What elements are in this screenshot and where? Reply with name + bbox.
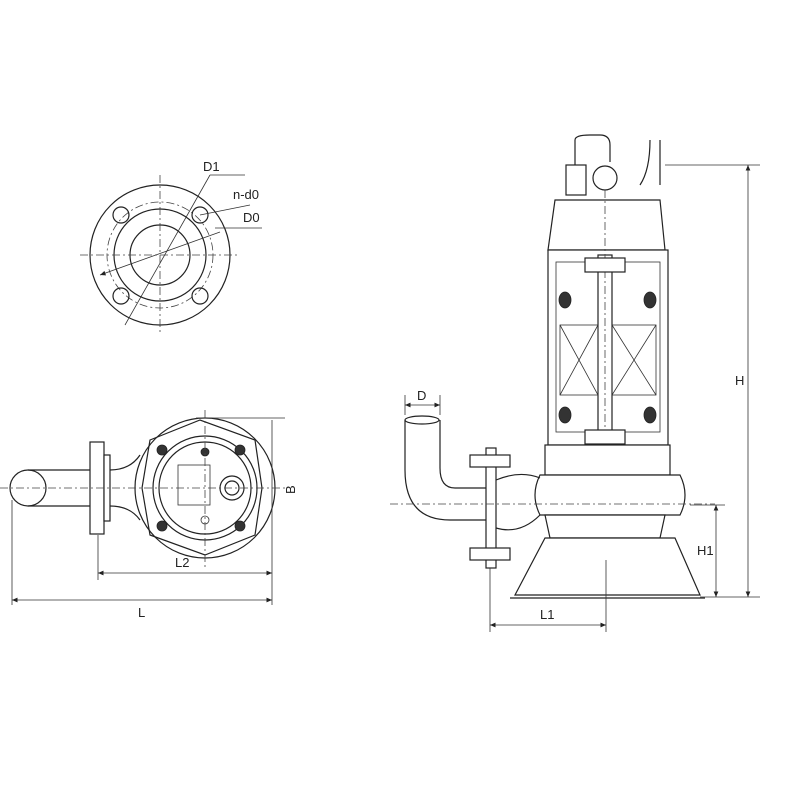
label-l1: L1	[540, 607, 554, 622]
bolt-holes	[112, 206, 209, 305]
label-d1: D1	[203, 159, 220, 174]
label-b: B	[283, 485, 298, 494]
label-l: L	[138, 605, 145, 620]
top-view: L2 L B	[0, 410, 298, 620]
label-h1: H1	[697, 543, 714, 558]
flange-view: D1 n-d0 D0	[80, 159, 262, 335]
label-d: D	[417, 388, 426, 403]
side-view: D H H1 L1	[390, 134, 760, 632]
stator-windings	[558, 291, 657, 424]
label-h: H	[735, 373, 744, 388]
label-l2: L2	[175, 555, 189, 570]
label-d0: D0	[243, 210, 260, 225]
label-n-d0: n-d0	[233, 187, 259, 202]
